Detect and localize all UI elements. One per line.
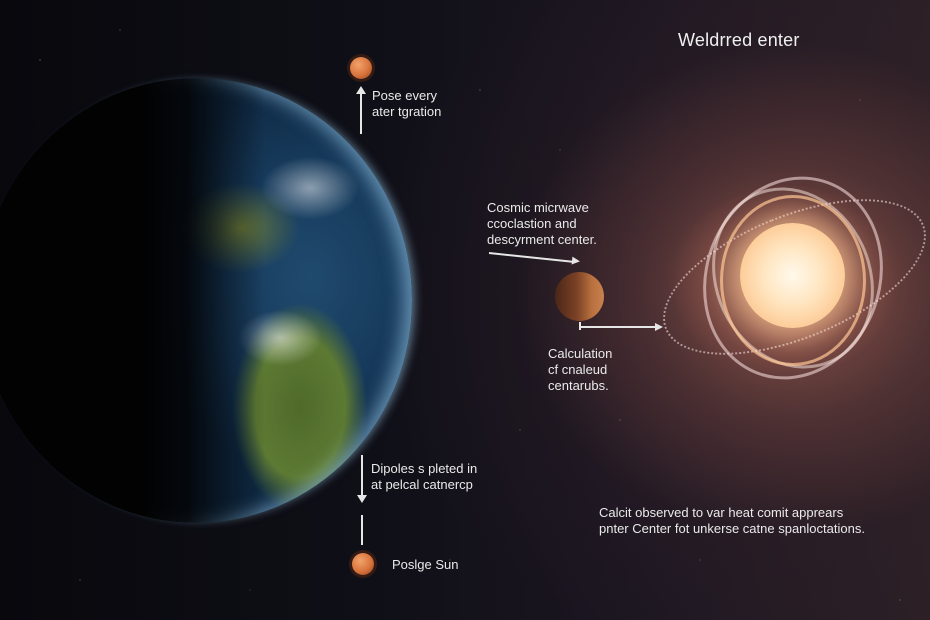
sun-core: [740, 223, 845, 328]
arrow-line: [361, 455, 363, 495]
arrow-line: [580, 326, 656, 328]
label-top-orb: Pose every ater tgration: [372, 88, 442, 119]
label-dipoles: Dipoles s pleted in at pelcal catnercp: [371, 461, 478, 492]
bottom-orb-icon: [352, 553, 374, 575]
arrow-line: [360, 92, 362, 134]
arrow-right-icon: [655, 323, 663, 331]
arrow-up-icon: [356, 86, 366, 94]
label-footer: Calcit observed to var heat comit apprea…: [599, 505, 865, 536]
earth-night-shadow: [0, 78, 412, 523]
arrow-line: [361, 515, 363, 545]
earth-atmosphere-rim: [0, 78, 412, 523]
top-orb-icon: [350, 57, 372, 79]
arrow-tick: [579, 322, 581, 330]
mid-planet-icon: [555, 272, 604, 321]
diagram-title: Weldrred enter: [678, 30, 800, 50]
sun-orbit-ring: [720, 195, 866, 366]
arrow-right-icon: [571, 256, 581, 266]
label-bottom-orb: Poslge Sun: [392, 557, 459, 572]
arrow-down-icon: [357, 495, 367, 503]
label-calculation: Calculation cf cnaleud centarubs.: [548, 346, 613, 393]
label-cosmic: Cosmic micrwave ccoclastion and descyrme…: [487, 200, 597, 247]
